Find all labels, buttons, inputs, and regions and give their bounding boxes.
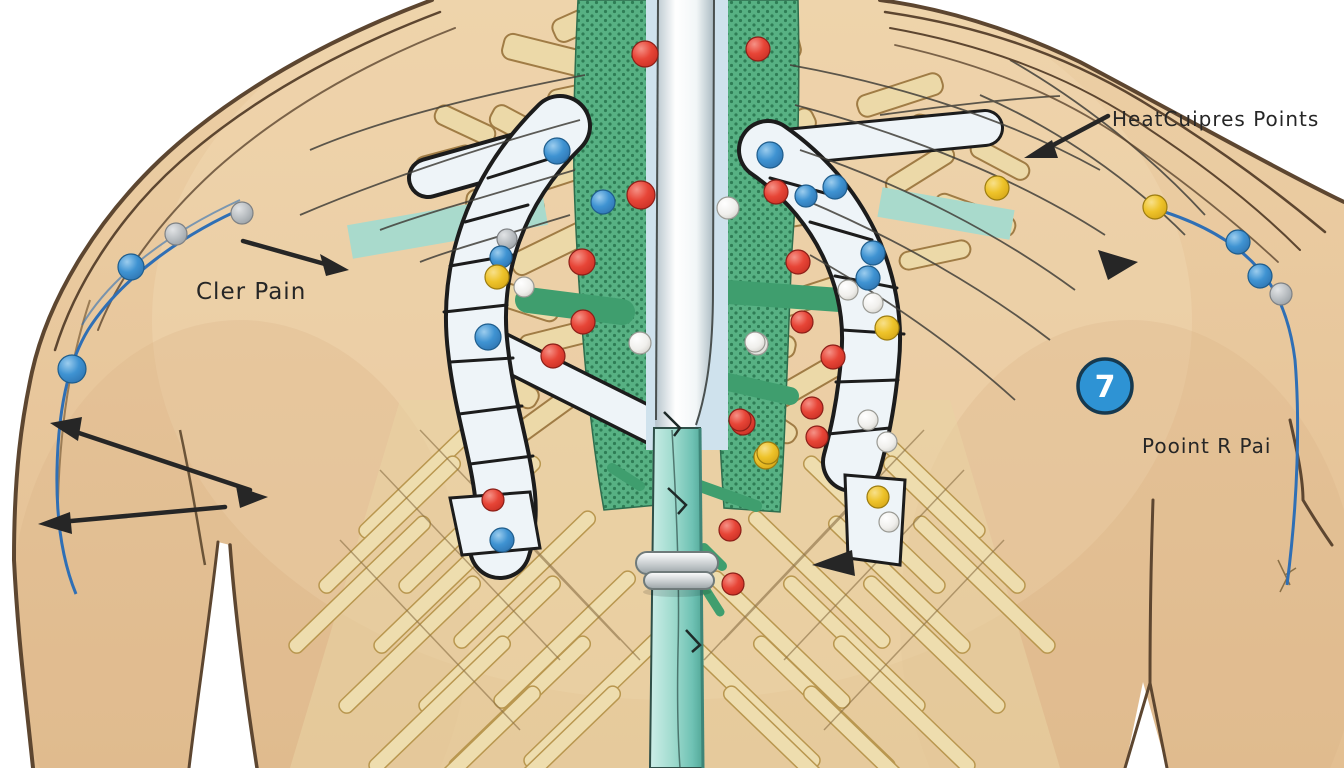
acupoint-white <box>716 196 740 220</box>
acupoint-red <box>568 248 596 276</box>
label-cler-pain: Cler Pain <box>196 279 306 305</box>
acupoint-yellow <box>874 315 900 341</box>
acupoint-red <box>785 249 811 275</box>
arrowhead-right-band <box>1098 250 1138 280</box>
acupoint-gray <box>230 201 254 225</box>
badge-7: 7 <box>1076 357 1134 415</box>
label-point-r-pai: Pooint R Pai <box>1142 434 1271 458</box>
acupoint-red <box>540 343 566 369</box>
acupoint-red <box>763 179 789 205</box>
acupoint-blue <box>489 527 515 553</box>
left-band <box>442 94 592 580</box>
acupoint-red <box>790 310 814 334</box>
acupoint-blue <box>1247 263 1273 289</box>
acupoint-red <box>728 408 752 432</box>
arrow-double <box>67 427 253 493</box>
acupoint-red <box>805 425 829 449</box>
acupoint-red <box>820 344 846 370</box>
acupoint-blue <box>590 189 616 215</box>
acupoint-red <box>626 180 656 210</box>
acupoint-yellow <box>866 485 890 509</box>
acupoint-blue <box>855 265 881 291</box>
acupoint-gray <box>1269 282 1293 306</box>
arrow-left <box>57 504 228 525</box>
acupoint-yellow <box>484 264 510 290</box>
acupoint-yellow <box>1142 194 1168 220</box>
acupoint-white <box>857 409 879 431</box>
acupoint-white <box>862 292 884 314</box>
acupoint-red <box>631 40 659 68</box>
acupoint-red <box>570 309 596 335</box>
acupoint-red <box>745 36 771 62</box>
arrow-cler-pain <box>240 238 335 269</box>
acupoint-blue <box>117 253 145 281</box>
acupoint-blue <box>1225 229 1251 255</box>
acupoint-gray <box>164 222 188 246</box>
label-heat-points: HeatCuipres Points <box>1112 107 1319 131</box>
annotation-arrows <box>38 113 1138 576</box>
acupoint-red <box>800 396 824 420</box>
acupoint-blue <box>474 323 502 351</box>
acupoint-red <box>481 488 505 512</box>
acupoint-blue <box>822 174 848 200</box>
acupoint-red <box>721 572 745 596</box>
acupoint-white <box>513 276 535 298</box>
acupoints-layer <box>57 36 1293 596</box>
spine-column <box>635 0 728 768</box>
acupoint-red <box>718 518 742 542</box>
acupoint-yellow <box>756 441 780 465</box>
acupoint-white <box>837 279 859 301</box>
labels: HeatCuipres Points Cler Pain Pooint R Pa… <box>196 107 1319 458</box>
acupoint-blue <box>543 137 571 165</box>
acupoint-blue <box>756 141 784 169</box>
acupoint-white <box>744 331 766 353</box>
acupoint-yellow <box>984 175 1010 201</box>
nerve-lines <box>299 59 1206 401</box>
acupoint-white <box>876 431 898 453</box>
acupoint-blue <box>794 184 818 208</box>
green-bands <box>515 280 852 617</box>
badge-number: 7 <box>1095 370 1116 405</box>
acupoint-blue <box>860 240 886 266</box>
acupoint-blue <box>489 245 513 269</box>
arrowhead-spine <box>812 550 855 576</box>
acupoint-blue <box>57 354 87 384</box>
acupoint-white <box>628 331 652 355</box>
spine-clasp <box>635 551 719 597</box>
acupoint-white <box>878 511 900 533</box>
